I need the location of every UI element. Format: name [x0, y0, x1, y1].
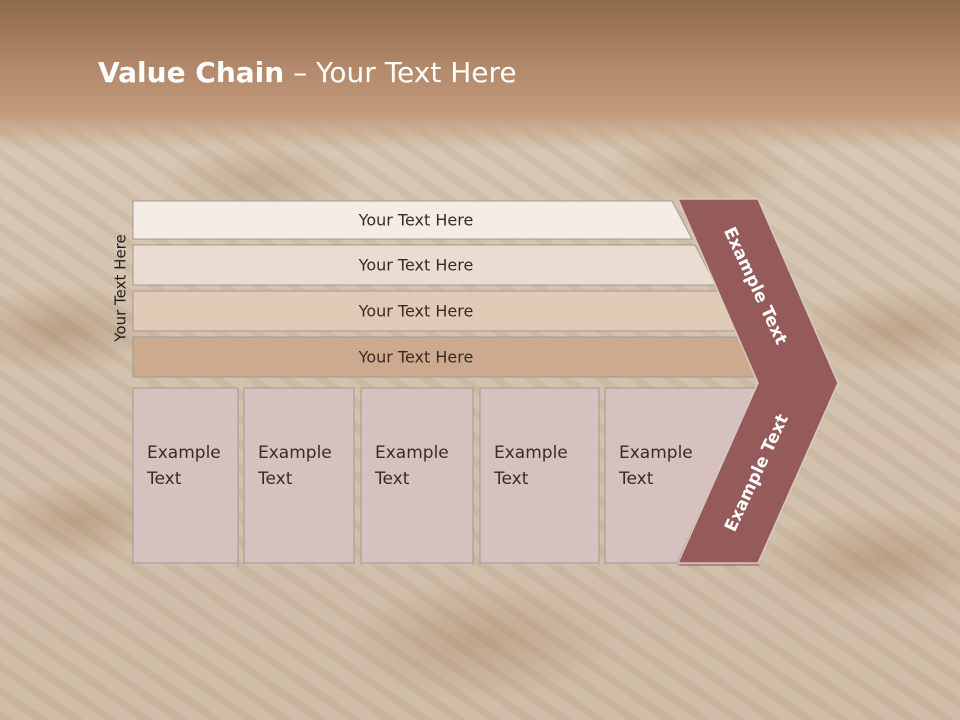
- support-side-label: Your Text Here: [112, 234, 130, 342]
- primary-box-4: [479, 387, 600, 564]
- reflection-box-label-line1-4: Example: [494, 663, 568, 683]
- primary-box-label-line2-1: Text: [146, 469, 182, 489]
- reflection-box-label-line1-2: Example: [258, 663, 332, 683]
- reflection-box-label-line1-5: Example: [619, 663, 693, 683]
- reflection-chevron-shape: [678, 563, 830, 720]
- reflection-box-label-line1-3: Example: [375, 663, 449, 683]
- primary-box-label-line1-2: Example: [258, 443, 332, 463]
- primary-box-label-line2-4: Text: [493, 469, 529, 489]
- page-title-bold: Value Chain: [98, 56, 285, 89]
- support-row-label-1: Your Text Here: [358, 211, 474, 230]
- reflection-box-label-line1-1: Example: [147, 663, 221, 683]
- support-row-label-4: Your Text Here: [358, 348, 474, 367]
- reflection-box-label-line2-3: Text: [374, 637, 410, 657]
- primary-box-3: [360, 387, 474, 564]
- primary-box-5: [604, 387, 758, 564]
- support-row-label-3: Your Text Here: [358, 302, 474, 321]
- reflection-box-label-line2-4: Text: [493, 637, 529, 657]
- primary-box-2: [243, 387, 355, 564]
- page-title: Value Chain – Your Text Here: [98, 56, 517, 89]
- primary-box-label-line2-3: Text: [374, 469, 410, 489]
- reflection-box-label-line2-2: Text: [257, 637, 293, 657]
- support-row-label-2: Your Text Here: [358, 256, 474, 275]
- reflection-box-label-line2-1: Text: [146, 637, 182, 657]
- primary-box-label-line2-2: Text: [257, 469, 293, 489]
- primary-box-label-line1-3: Example: [375, 443, 449, 463]
- page-title-rest: – Your Text Here: [284, 56, 517, 89]
- primary-box-label-line2-5: Text: [618, 469, 654, 489]
- primary-box-1: [132, 387, 239, 564]
- reflection-box-label-line2-5: Text: [618, 637, 654, 657]
- support-row-1: [132, 200, 693, 240]
- margin-chevron: [676, 198, 839, 564]
- primary-box-label-line1-4: Example: [494, 443, 568, 463]
- header-band: [0, 0, 960, 150]
- primary-box-label-line1-5: Example: [619, 443, 693, 463]
- primary-box-label-line1-1: Example: [147, 443, 221, 463]
